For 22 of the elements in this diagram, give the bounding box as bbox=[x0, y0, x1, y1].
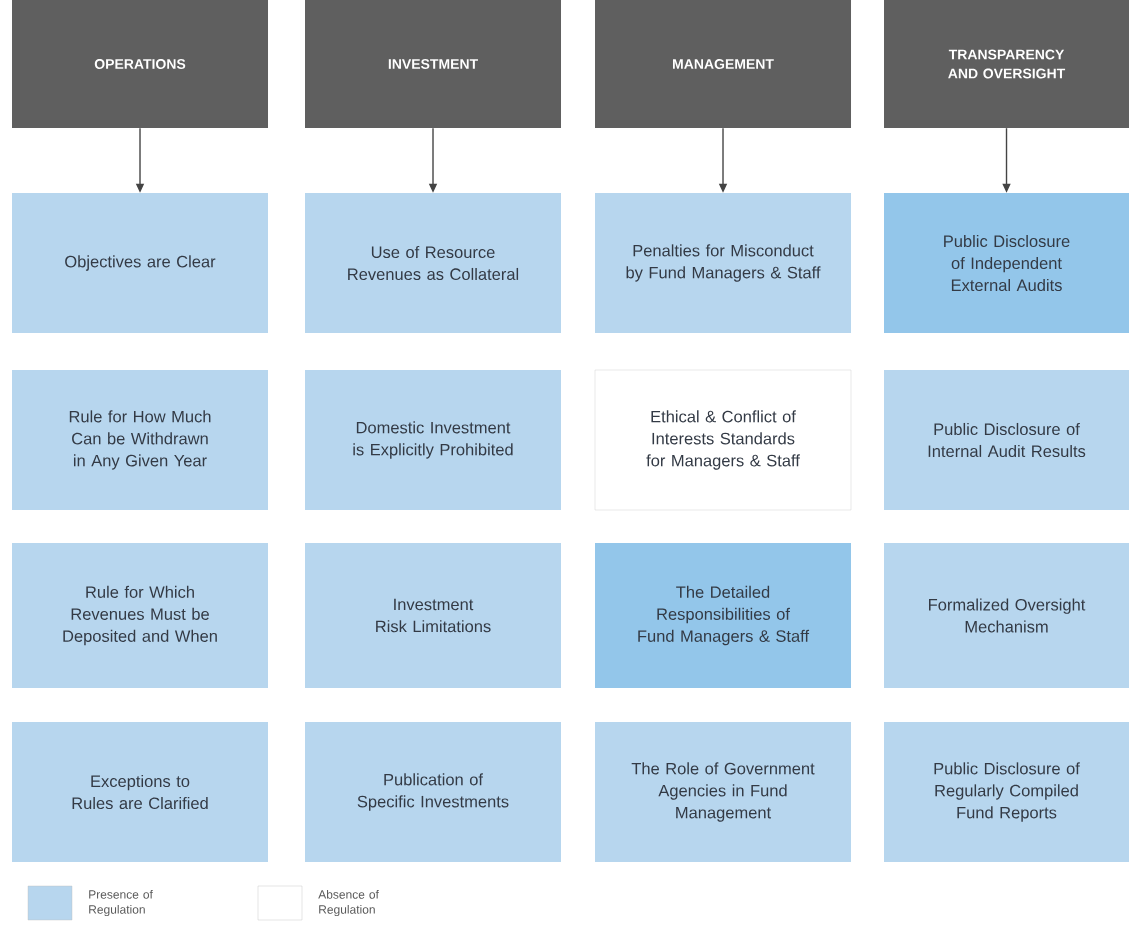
regulation-box: Objectives are Clear bbox=[12, 193, 268, 333]
regulation-box: Investment Risk Limitations bbox=[305, 543, 561, 688]
legend-label: Presence of Regulation bbox=[89, 889, 153, 917]
regulation-box: Exceptions to Rules are Clarified bbox=[12, 722, 268, 862]
regulation-box: Use of Resource Revenues as Collateral bbox=[305, 193, 561, 333]
category-header: MANAGEMENT bbox=[595, 0, 851, 128]
regulation-box: Rule for Which Revenues Must be Deposited and When bbox=[12, 543, 268, 688]
category-header: TRANSPARENCY AND OVERSIGHT bbox=[884, 0, 1129, 128]
regulation-box: The Role of Government Agencies in Fund Management bbox=[595, 722, 851, 862]
regulation-box: Domestic Investment is Explicitly Prohibited bbox=[305, 370, 561, 510]
regulation-box: Publication of Specific Investments bbox=[305, 722, 561, 862]
category-header: INVESTMENT bbox=[305, 0, 561, 128]
regulation-box: Public Disclosure of Internal Audit Results bbox=[884, 370, 1129, 510]
regulation-box: The Detailed Responsibilities of Fund Managers & Staff bbox=[595, 543, 851, 688]
category-header: OPERATIONS bbox=[12, 0, 268, 128]
regulation-box: Formalized Oversight Mechanism bbox=[884, 543, 1129, 688]
regulation-box: Public Disclosure of Regularly Compiled Fund Reports bbox=[884, 722, 1129, 862]
regulation-box: Ethical & Conflict of Interests Standards for Managers & Staff bbox=[594, 369, 852, 511]
legend-label: Absence of Regulation bbox=[318, 889, 379, 917]
regulation-box: Penalties for Misconduct by Fund Managers & Staff bbox=[595, 193, 851, 333]
regulation-box: Rule for How Much Can be Withdrawn in Any Given Year bbox=[12, 370, 268, 510]
regulation-box: Public Disclosure of Independent External Audits bbox=[884, 193, 1129, 333]
